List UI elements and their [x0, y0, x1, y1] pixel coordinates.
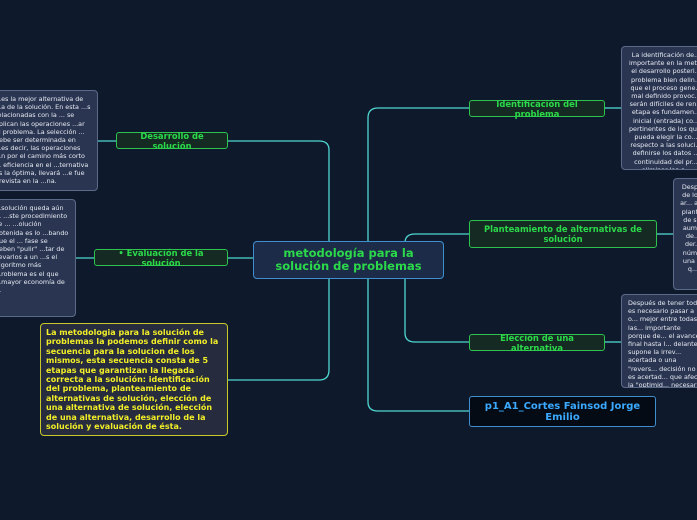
link-summary — [228, 260, 330, 381]
link-title — [367, 260, 469, 412]
branch-evaluacion[interactable]: • Evaluación de la solución — [94, 248, 228, 268]
branch-desarrollo[interactable]: Desarrollo de solución — [116, 131, 228, 151]
note-evaluacion[interactable]: ...solución queda aún ... ...ste procedi… — [0, 199, 76, 317]
summary-note[interactable]: La metodologia para la solución de probl… — [40, 323, 228, 436]
branch-eleccion[interactable]: Elección de una alternativa — [469, 333, 605, 353]
link-identificacion — [367, 107, 469, 261]
central-topic[interactable]: metodología para la solución de problema… — [253, 241, 444, 279]
note-eleccion[interactable]: Después de tener tod... es necesario pas… — [621, 294, 697, 388]
branch-planteamiento[interactable]: Planteamiento de alternativas de solució… — [469, 220, 657, 248]
note-desarrollo[interactable]: ...es la mejor alternativa de ...a de la… — [0, 90, 98, 191]
link-desarrollo — [228, 140, 330, 261]
branch-identificacion[interactable]: Identificación del problema — [469, 99, 605, 119]
author-title-node[interactable]: p1_A1_Cortes Fainsod Jorge Emilio — [469, 396, 656, 427]
note-planteamiento[interactable]: Desp... de lo... ar... al... plant... de… — [673, 178, 697, 290]
link-eleccion — [404, 260, 469, 343]
note-identificacion[interactable]: La identificación de... importante en la… — [621, 46, 697, 170]
